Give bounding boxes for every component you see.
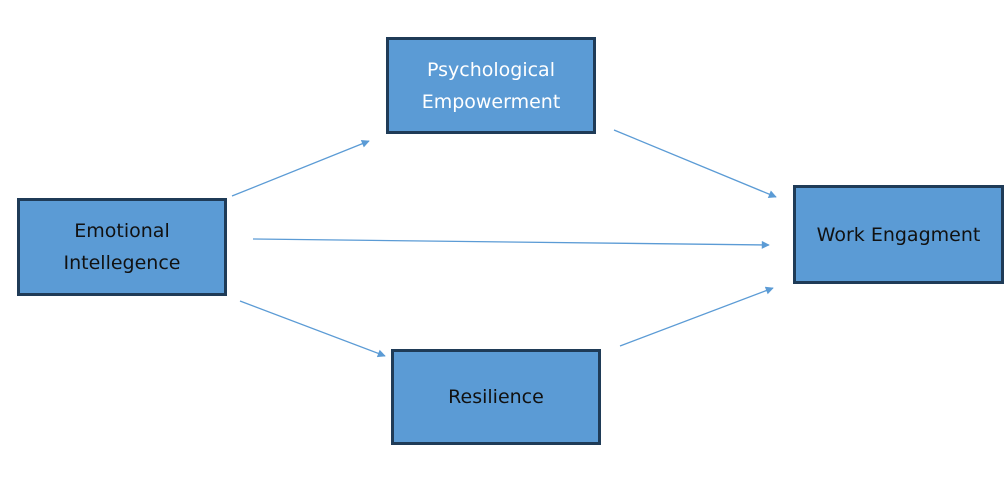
node-label: Psychological Empowerment — [421, 58, 561, 113]
node-label: Resilience — [448, 386, 544, 408]
node-label: Emotional Intellegence — [63, 220, 181, 274]
node-label: Work Engagment — [816, 223, 981, 246]
arrow-ei-to-res — [239, 300, 386, 358]
node-resilience: Resilience — [391, 349, 601, 445]
node-psychological-empowerment: Psychological Empowerment — [386, 37, 596, 134]
arrow-ei-to-pe — [231, 139, 370, 197]
arrow-ei-to-we — [252, 238, 770, 249]
node-emotional-intelligence: Emotional Intellegence — [17, 198, 227, 296]
node-work-engagement: Work Engagment — [793, 185, 1004, 284]
arrow-res-to-we — [619, 286, 774, 347]
arrow-pe-to-we — [613, 129, 777, 198]
